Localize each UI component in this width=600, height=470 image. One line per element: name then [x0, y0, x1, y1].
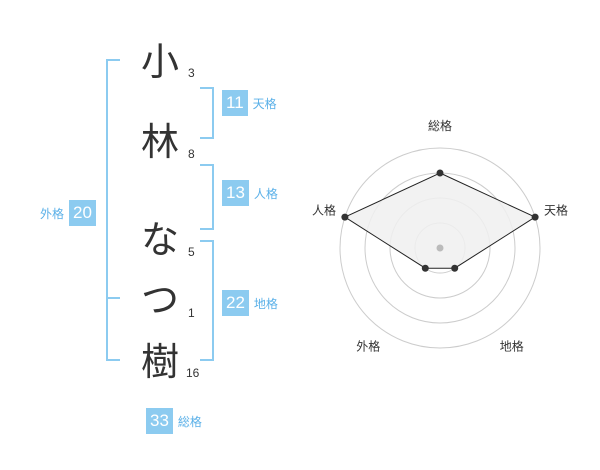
- name-char-4: つ: [140, 278, 179, 322]
- gaikaku-bracket-tick: [106, 297, 120, 299]
- tenkaku-value: 11: [222, 90, 248, 116]
- radar-axis-label: 天格: [544, 202, 568, 217]
- name-char-3: な: [140, 218, 179, 262]
- jinkaku-bracket: [200, 164, 214, 230]
- radar-axis-label: 総格: [428, 118, 452, 133]
- radar-grid-ring: [339, 147, 541, 349]
- name-char-2: 林: [140, 120, 179, 164]
- jinkaku-badge: 13 人格: [222, 180, 278, 206]
- soukaku-label: 総格: [177, 414, 202, 429]
- stroke-count-5: 16: [186, 366, 200, 380]
- radar-axis-label: 外格: [356, 339, 380, 354]
- radar-point: [436, 169, 444, 177]
- radar-area: [343, 172, 537, 269]
- stroke-count-3: 5: [188, 245, 195, 259]
- gaikaku-label: 外格: [40, 206, 65, 221]
- name-char-1: 小: [140, 40, 179, 84]
- gaikaku-bracket: [106, 59, 120, 361]
- tenkaku-bracket: [200, 87, 214, 139]
- stroke-count-1: 3: [188, 66, 195, 80]
- chikaku-bracket: [200, 240, 214, 361]
- chikaku-value: 22: [222, 290, 249, 316]
- radar-axis-label: 地格: [500, 339, 524, 354]
- tenkaku-label: 天格: [252, 96, 277, 111]
- radar-point: [451, 264, 459, 272]
- radar-point: [531, 213, 539, 221]
- chikaku-label: 地格: [253, 296, 278, 311]
- jinkaku-label: 人格: [253, 186, 278, 201]
- stroke-count-2: 8: [188, 147, 195, 161]
- stroke-count-4: 1: [188, 306, 195, 320]
- gaikaku-value: 20: [69, 200, 96, 226]
- radar-axis-label: 人格: [312, 202, 336, 217]
- tenkaku-badge: 11 天格: [222, 90, 277, 116]
- soukaku-value: 33: [146, 408, 173, 434]
- radar-point: [421, 264, 429, 272]
- radar-point: [341, 213, 349, 221]
- chikaku-badge: 22 地格: [222, 290, 278, 316]
- jinkaku-value: 13: [222, 180, 249, 206]
- radar-center: [436, 244, 444, 252]
- name-char-5: 樹: [140, 340, 179, 384]
- soukaku-badge: 33 総格: [146, 408, 202, 434]
- gaikaku-badge: 外格 20: [40, 200, 96, 226]
